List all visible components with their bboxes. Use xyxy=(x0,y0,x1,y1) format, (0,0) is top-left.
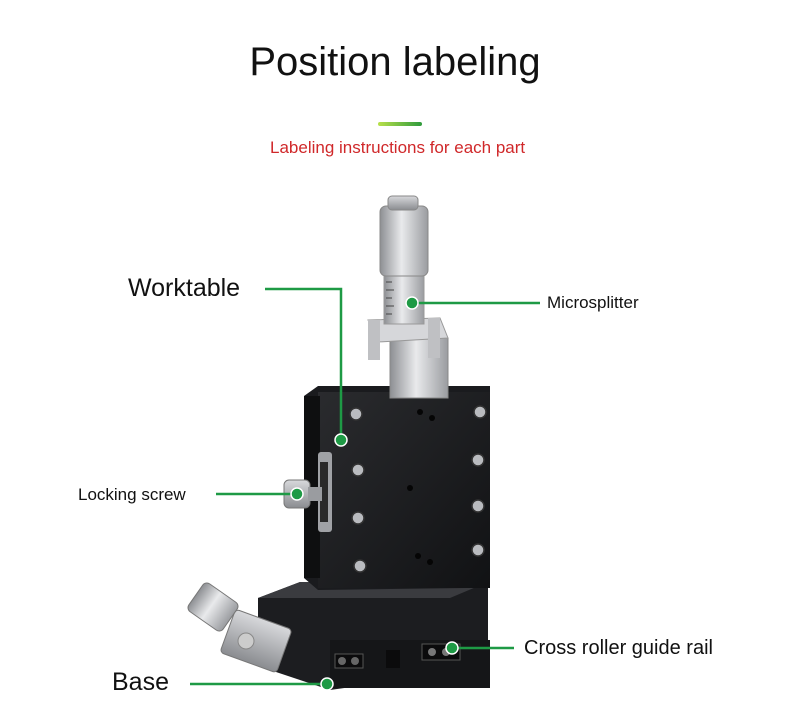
top-micrometer xyxy=(367,195,449,399)
worktable-block xyxy=(304,386,490,590)
title-accent-bar xyxy=(378,122,422,126)
label-base: Base xyxy=(112,668,169,696)
label-locking-screw: Locking screw xyxy=(78,485,186,504)
page-title: Position labeling xyxy=(249,40,541,84)
callout-worktable xyxy=(265,287,343,439)
label-microsplitter: Microsplitter xyxy=(547,293,639,312)
callout-lines xyxy=(190,287,540,686)
label-cross-roller-guide-rail: Cross roller guide rail xyxy=(524,637,713,659)
base-micrometer xyxy=(187,582,292,673)
callout-dots xyxy=(290,296,459,691)
label-worktable: Worktable xyxy=(128,274,241,302)
page-subtitle: Labeling instructions for each part xyxy=(270,138,526,157)
base-block xyxy=(258,582,490,690)
